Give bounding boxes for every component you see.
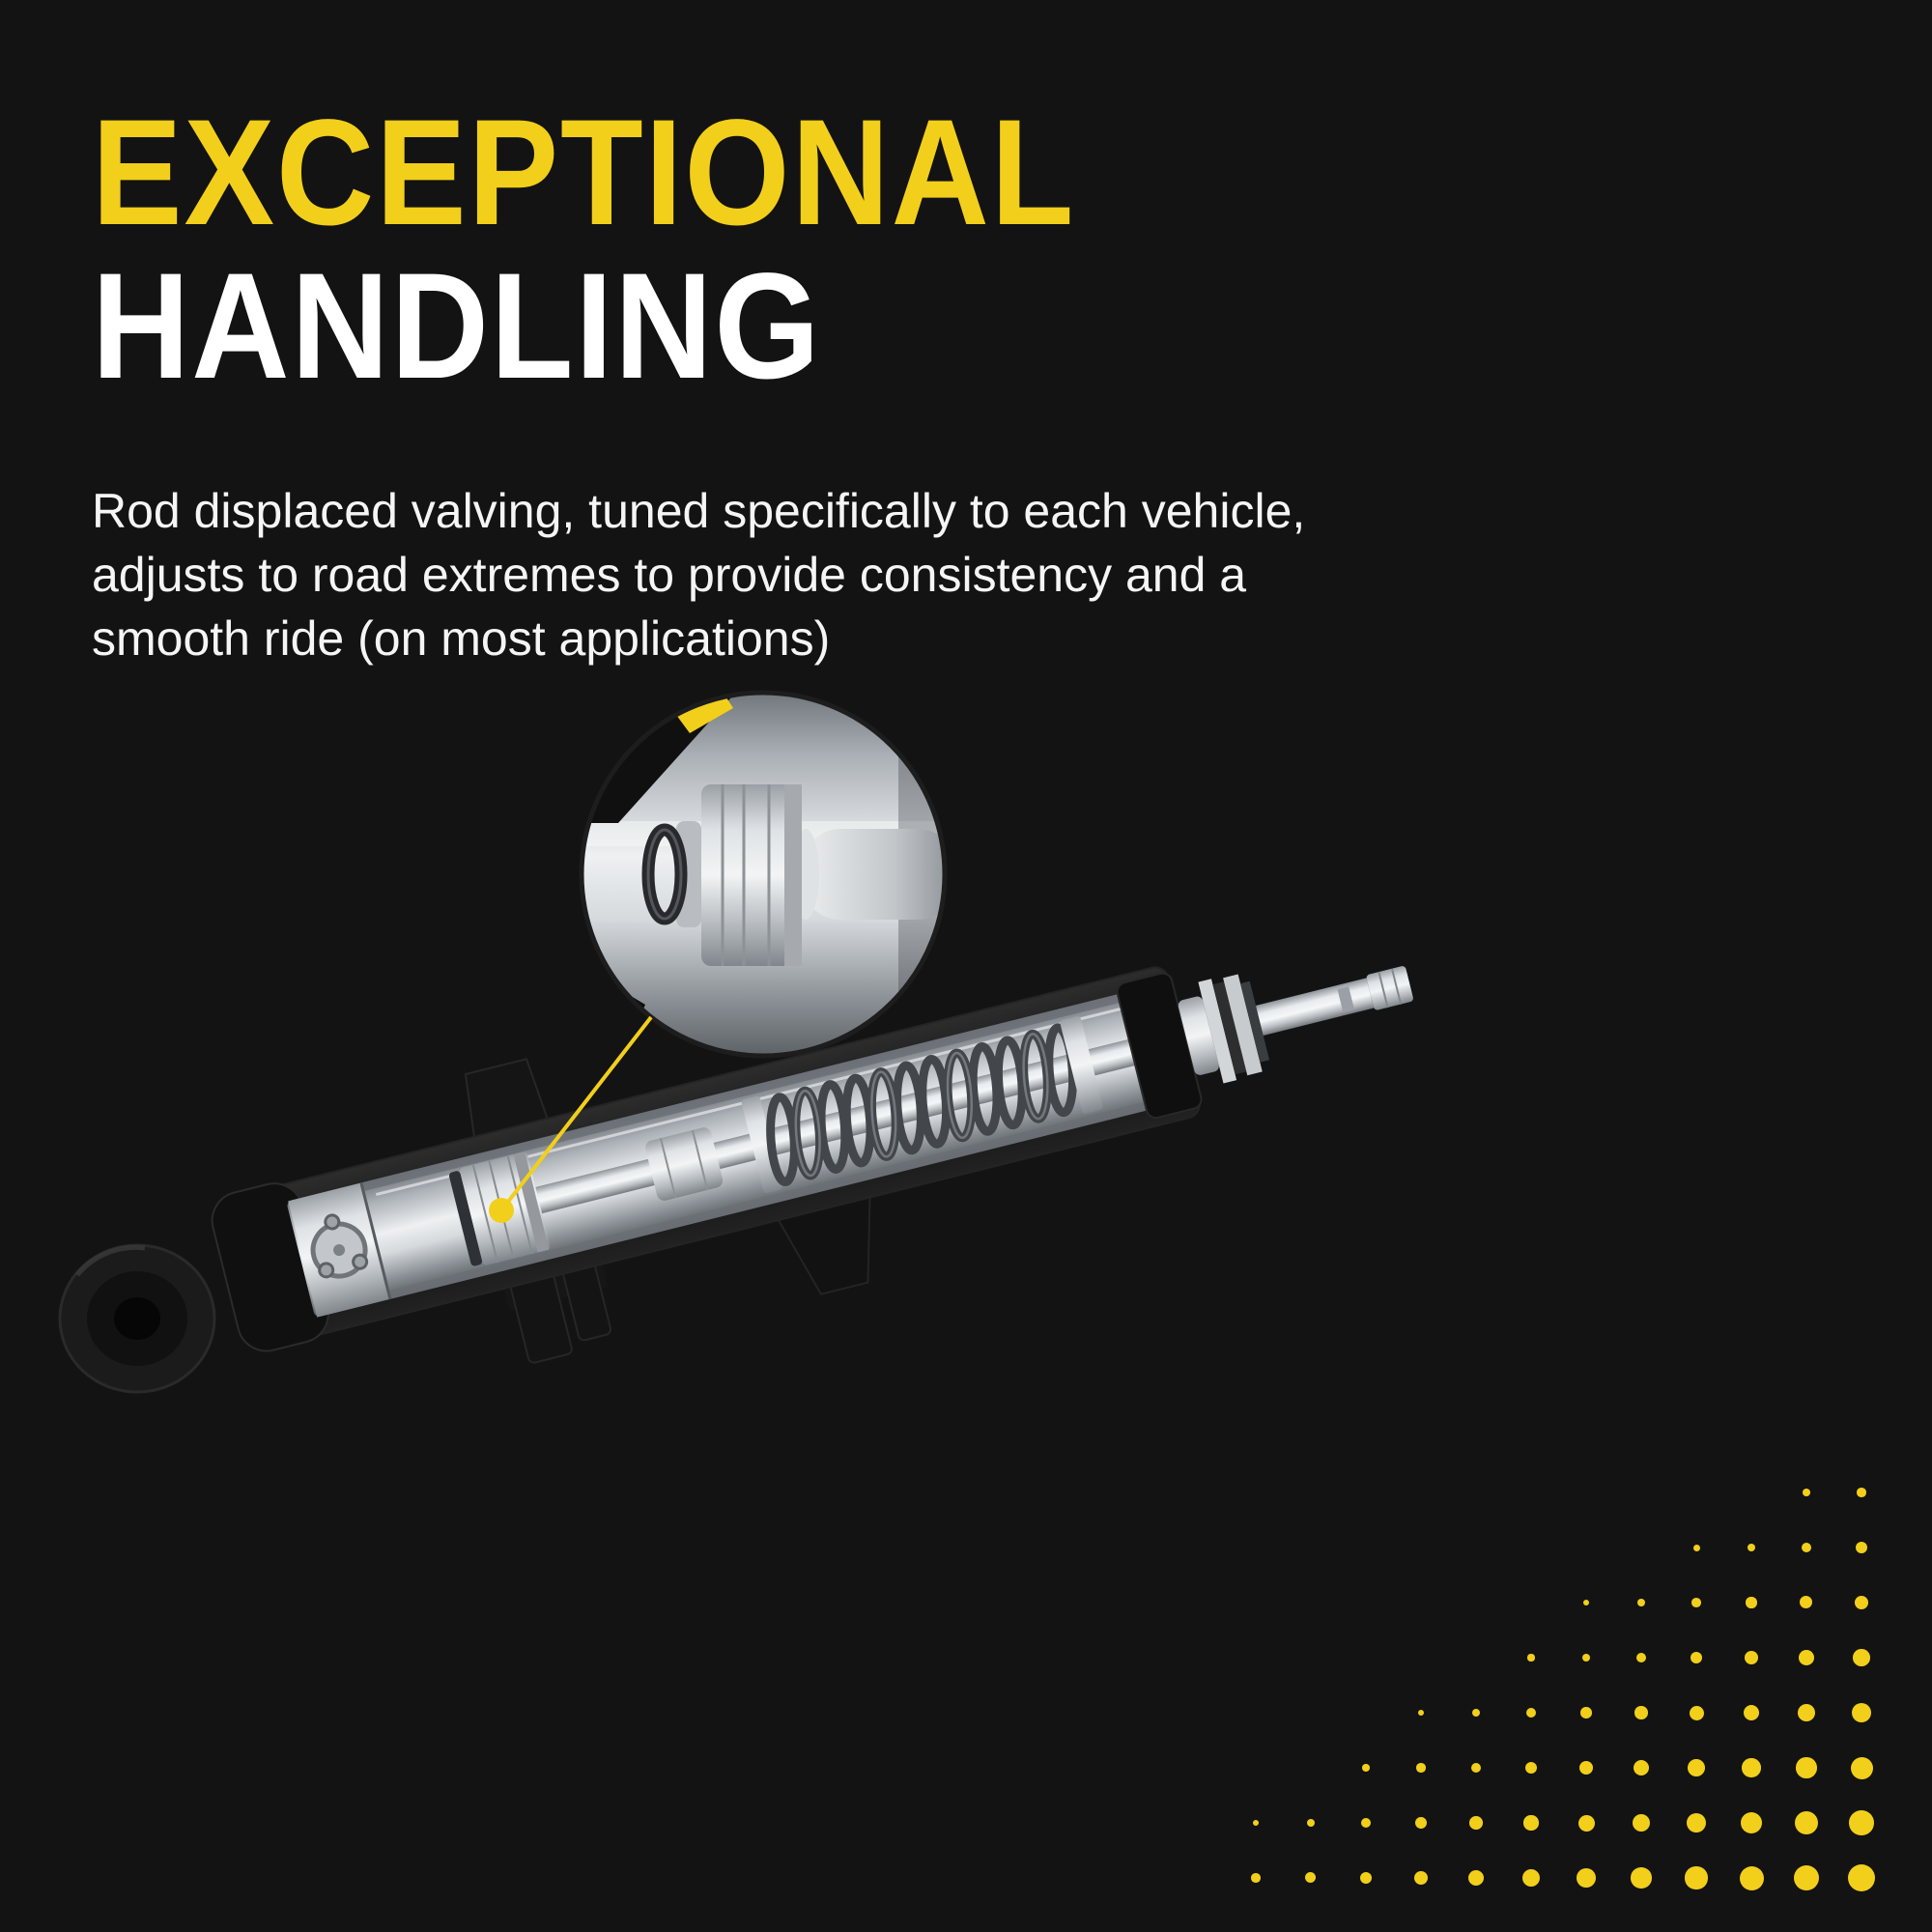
rod-collar	[645, 1127, 724, 1201]
headline-line-2: HANDLING	[92, 242, 822, 412]
headline-line-1: EXCEPTIONAL	[92, 89, 1076, 257]
rubber-bushing	[58, 1243, 216, 1394]
text-block: EXCEPTIONAL HANDLING Rod displaced valvi…	[92, 89, 1492, 670]
coil-spring	[741, 1016, 1103, 1194]
washer-stack	[1198, 974, 1270, 1084]
body-copy: Rod displaced valving, tuned specificall…	[92, 484, 1306, 667]
shock-absorber-illustration	[58, 690, 1413, 1394]
callout-line	[499, 1015, 653, 1212]
callout-dot	[489, 1198, 514, 1223]
exposed-rod	[1256, 978, 1375, 1037]
base-valve	[288, 1182, 392, 1318]
hex-rod-tip	[1366, 966, 1413, 1010]
valve-zoom-inset	[579, 690, 948, 1059]
